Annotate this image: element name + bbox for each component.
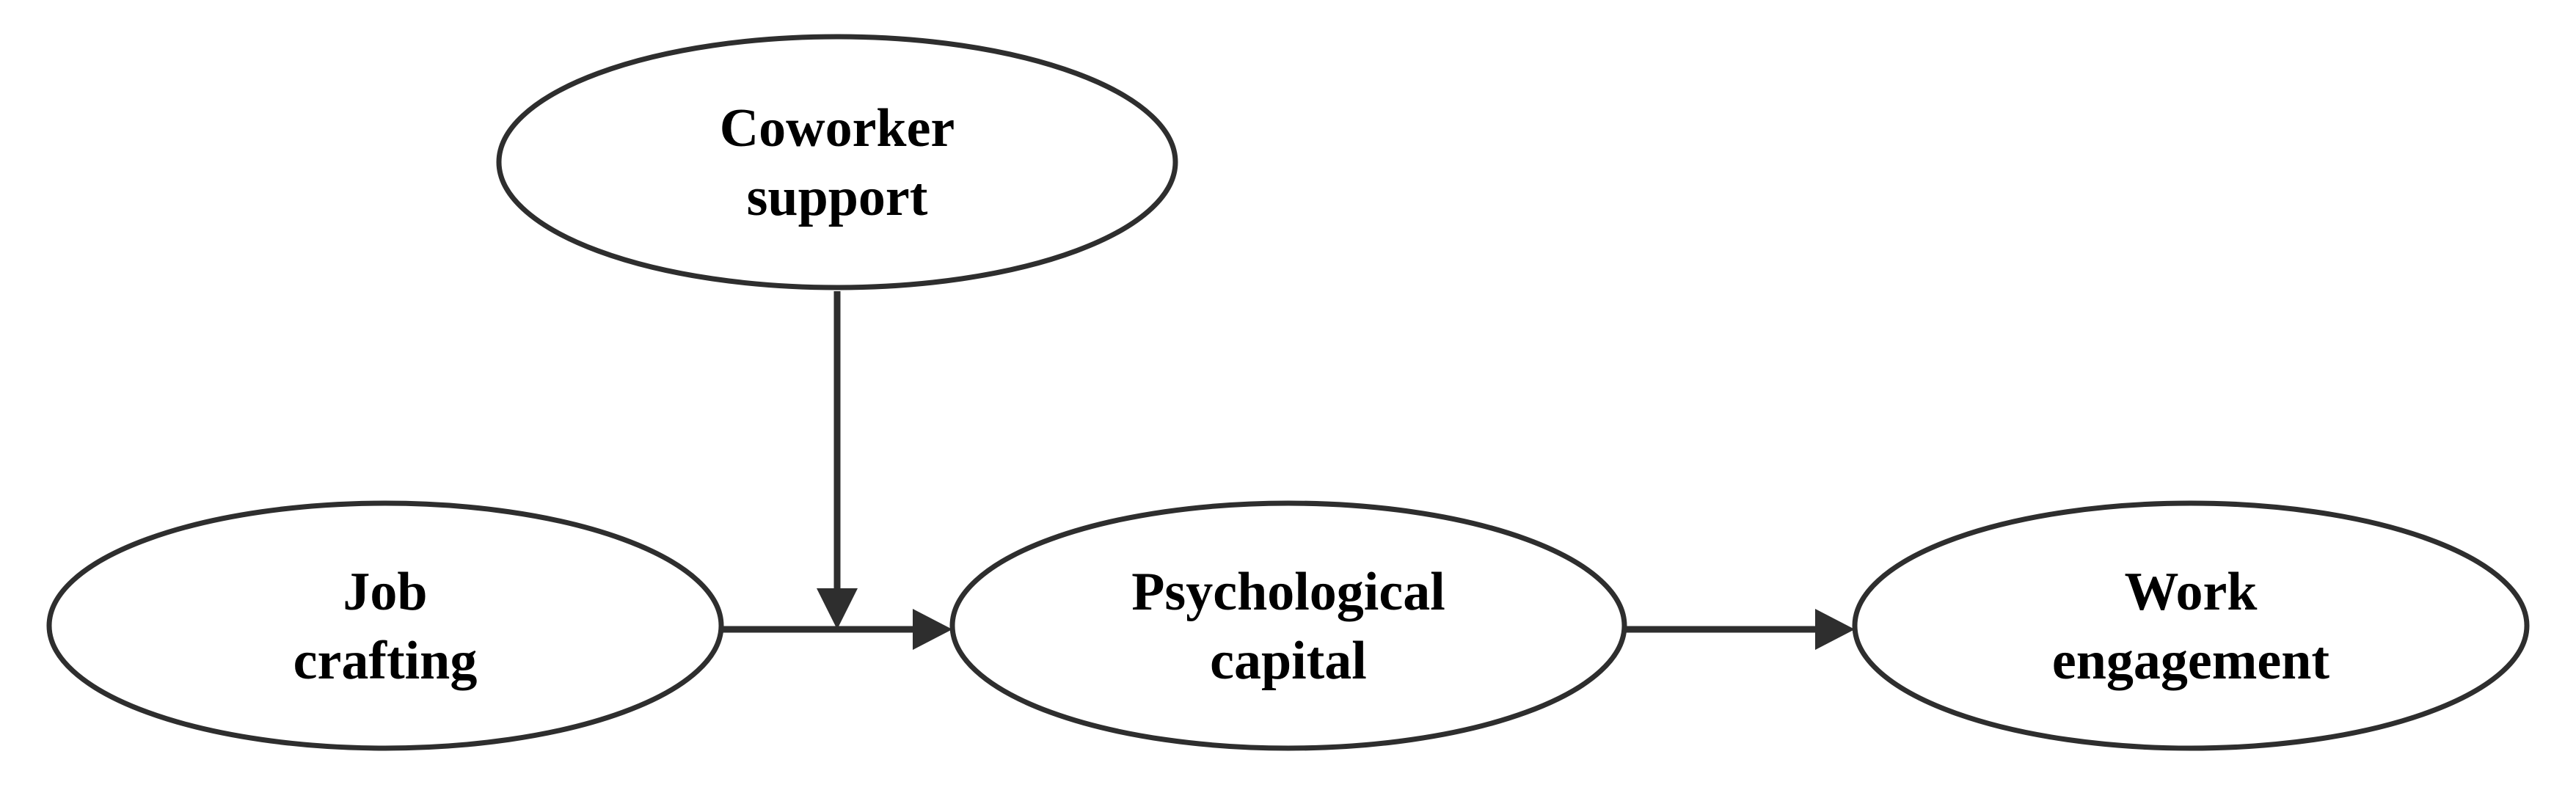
- node-job-crafting[interactable]: Job crafting: [46, 500, 724, 751]
- node-coworker-support-label-line1: Coworker: [720, 98, 955, 158]
- node-coworker-support[interactable]: Coworker support: [496, 34, 1178, 290]
- edge-job-crafting-to-psychological-capital: [721, 609, 952, 650]
- node-job-crafting-shape[interactable]: [46, 500, 724, 751]
- node-job-crafting-label-line1: Job: [343, 562, 427, 622]
- node-psychological-capital-shape[interactable]: [949, 500, 1627, 751]
- node-job-crafting-label-line2: crafting: [293, 631, 478, 691]
- node-work-engagement-label-line1: Work: [2125, 562, 2258, 622]
- node-work-engagement[interactable]: Work engagement: [1852, 500, 2530, 751]
- node-coworker-support-shape[interactable]: [496, 34, 1178, 290]
- arrowhead-down-icon: [817, 588, 858, 629]
- node-work-engagement-label-line2: engagement: [2052, 631, 2329, 691]
- arrowhead-right-icon: [913, 609, 952, 650]
- node-coworker-support-label-line2: support: [747, 167, 928, 227]
- node-psychological-capital[interactable]: Psychological capital: [949, 500, 1627, 751]
- edge-coworker-support-moderation: [817, 291, 858, 629]
- node-psychological-capital-label-line2: capital: [1210, 631, 1367, 691]
- edge-psychological-capital-to-work-engagement: [1625, 609, 1855, 650]
- arrowhead-right-icon: [1815, 609, 1855, 650]
- node-work-engagement-shape[interactable]: [1852, 500, 2530, 751]
- node-psychological-capital-label-line1: Psychological: [1131, 562, 1445, 622]
